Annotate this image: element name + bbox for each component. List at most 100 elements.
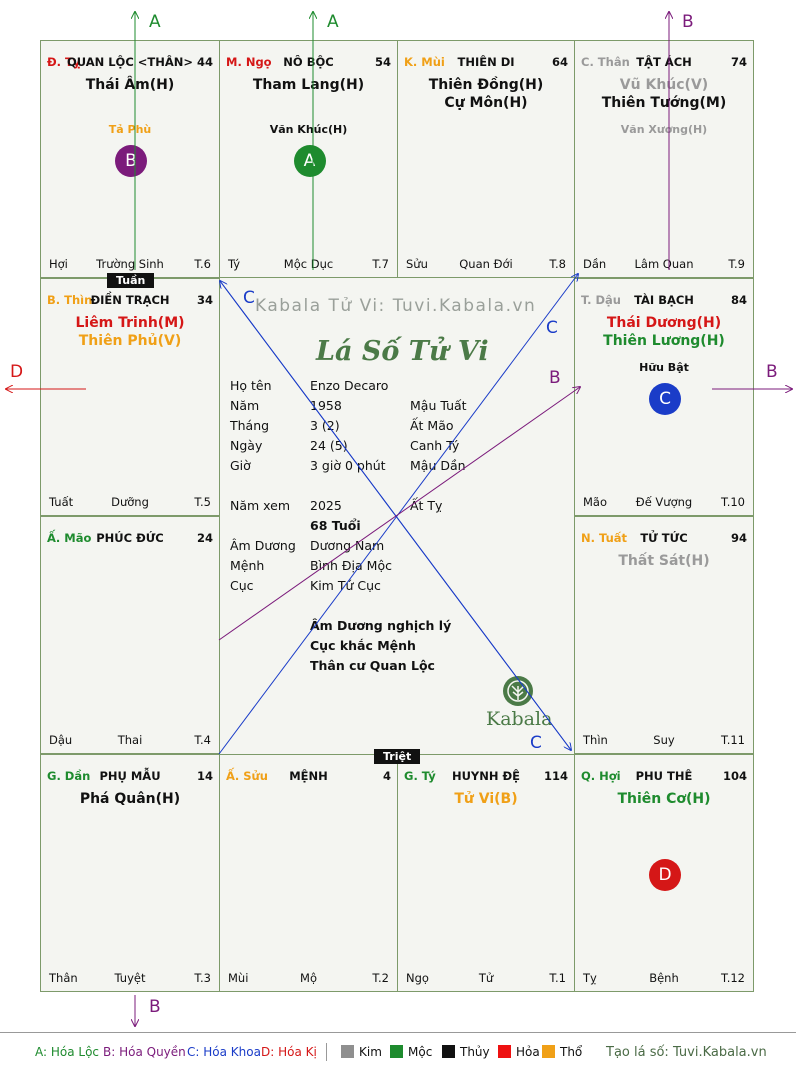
info-label: Âm Dương <box>230 538 296 553</box>
palace-age: 14 <box>196 769 213 783</box>
chart-note: Cục khắc Mệnh <box>310 638 416 653</box>
triet-badge: Triệt <box>374 749 421 764</box>
palace-can-chi: N. Tuất <box>581 531 628 545</box>
info-value: 24 (5) <box>310 438 348 453</box>
palace-name: QUAN LỘC <THÂN> <box>66 55 194 69</box>
main-star: Liêm Trinh(M) <box>75 315 185 331</box>
palace-can-chi: Ấ. Sửu <box>226 769 268 783</box>
info-can-chi: Mậu Tuất <box>410 398 467 413</box>
info-label: Ngày <box>230 438 263 453</box>
footer-limit: T.1 <box>549 971 566 985</box>
main-star: Thiên Phủ(V) <box>78 333 182 349</box>
main-star: Thiên Lương(H) <box>603 333 725 349</box>
minor-star: Hữu Bật <box>639 361 689 374</box>
palace-name: THIÊN DI <box>457 55 515 69</box>
palace-name: TÀI BẠCH <box>634 293 694 307</box>
footer-branch: Tý <box>228 257 241 271</box>
legend-swatch <box>341 1045 354 1058</box>
legend-hoa-loc: A: Hóa Lộc <box>35 1045 100 1059</box>
palace-age: 24 <box>196 531 213 545</box>
palace-can-chi: Đ. Tỵ <box>47 55 81 69</box>
palace-can-chi: Ấ. Mão <box>47 531 92 545</box>
legend-element-1: Mộc <box>390 1045 432 1059</box>
footer-limit: T.12 <box>721 971 745 985</box>
main-star: Thiên Cơ(H) <box>617 791 711 807</box>
transform-marker: C <box>649 383 681 415</box>
footer-branch: Tỵ <box>583 971 597 985</box>
footer-branch: Sửu <box>406 257 428 271</box>
legend-element-0: Kim <box>341 1045 382 1059</box>
arrow-label-b-center: B <box>549 368 561 388</box>
legend-element-label: Kim <box>359 1045 382 1059</box>
footer-stage: Mộ <box>300 971 317 985</box>
tuan-badge: Tuần <box>107 273 155 288</box>
legend-hoa-quyen: B: Hóa Quyền <box>103 1045 186 1059</box>
nam-xem-value: 2025 <box>310 498 342 513</box>
main-star: Tử Vi(B) <box>454 791 518 807</box>
footer-limit: T.3 <box>194 971 211 985</box>
palace-can-chi: M. Ngọ <box>226 55 272 69</box>
footer-stage: Tử <box>478 971 494 985</box>
chart-note: Âm Dương nghịch lý <box>310 618 452 633</box>
legend-swatch <box>498 1045 511 1058</box>
footer-limit: T.9 <box>728 257 745 271</box>
footer-stage: Tuyệt <box>114 971 146 985</box>
palace-can-chi: K. Mùi <box>404 55 445 69</box>
main-star: Tham Lang(H) <box>252 77 365 93</box>
legend-element-label: Mộc <box>408 1045 433 1059</box>
legend-element-3: Hỏa <box>498 1045 540 1059</box>
footer-branch: Mùi <box>228 971 249 985</box>
footer-limit: T.10 <box>721 495 745 509</box>
info-value: Dương Nam <box>310 538 385 553</box>
palace-age: 114 <box>543 769 568 783</box>
palace-name: MỆNH <box>289 769 328 783</box>
arrow-label-a2: A <box>327 12 339 32</box>
info-can-chi: Canh Tý <box>410 438 460 453</box>
palace-age: 44 <box>196 55 213 69</box>
footer-stage: Bệnh <box>649 971 679 985</box>
palace-age: 34 <box>196 293 213 307</box>
legend-element-2: Thủy <box>442 1045 490 1059</box>
palace-age: 104 <box>722 769 747 783</box>
legend-hoa-khoa: C: Hóa Khoa <box>187 1045 261 1059</box>
palace-age: 74 <box>730 55 747 69</box>
watermark-text: Kabala Tử Vi: Tuvi.Kabala.vn <box>255 296 537 316</box>
footer-stage: Trường Sinh <box>96 257 164 271</box>
palace-name: ĐIỀN TRẠCH <box>90 293 170 307</box>
info-label: Họ tên <box>230 378 272 393</box>
footer-limit: T.6 <box>194 257 211 271</box>
legend-hoa-ki: D: Hóa Kị <box>261 1045 317 1059</box>
footer-stage: Mộc Dục <box>283 257 334 271</box>
legend-element-label: Hỏa <box>516 1045 540 1059</box>
main-star: Thiên Tướng(M) <box>601 95 727 111</box>
info-value: Enzo Decaro <box>310 378 389 393</box>
palace-can-chi: T. Dậu <box>581 293 621 307</box>
minor-star: Văn Xương(H) <box>620 123 708 136</box>
palace-name: TỬ TỨC <box>640 531 688 545</box>
palace-footer: Tỵ Bệnh T.12 <box>583 971 745 985</box>
info-value: Kim Tứ Cục <box>310 578 381 593</box>
nam-xem-can-chi: Ất Tỵ <box>410 498 443 513</box>
arrow-label-b-right: B <box>766 362 778 382</box>
